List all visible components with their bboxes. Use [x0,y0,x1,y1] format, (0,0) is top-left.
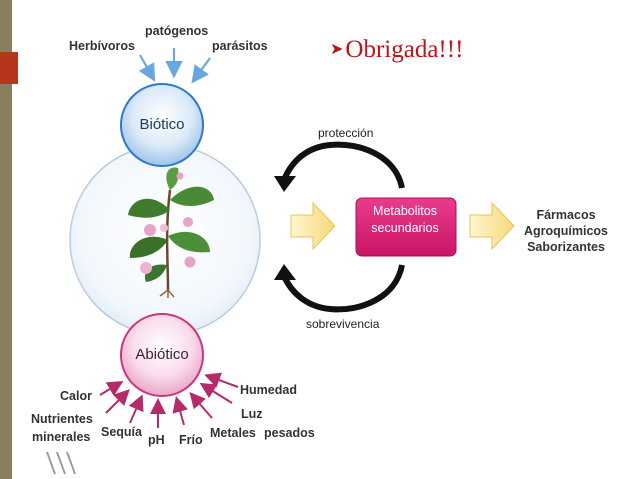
survival-arc [281,264,405,313]
metals-arrow [189,391,213,419]
biotic-label: Biótico [139,116,185,133]
survival-arrowhead [274,264,296,280]
parasites-arrow [191,57,211,84]
arrow-bullet-icon: ➤ [330,41,344,58]
biotic-circle [120,83,204,167]
slide-title: ➤Obrigada!!! [330,36,463,64]
metabolites-line-1: Metabolitos [373,204,437,218]
herbivores-arrow [138,54,156,82]
abiotic-label: Abiótico [135,346,189,363]
pathogens-label: patógenos [145,24,209,38]
to-metabolites-arrow [290,201,336,251]
cold-label: Frío [179,433,203,447]
product-drugs: Fármacos [536,208,596,222]
heat-arrow [99,380,124,397]
heat-label: Calor [60,389,92,403]
slide-title-text: Obrigada!!! [345,36,464,63]
light-arrow [199,382,233,404]
herbivores-label: Herbívoros [69,39,135,53]
ph-label: pH [148,433,165,447]
metabolites-label: Metabolitos secundarios [354,203,456,237]
plant-illustration-icon [128,167,214,298]
slide-left-bar [0,0,12,479]
minerals-label: minerales [32,430,91,444]
parasites-label: parásitos [212,39,268,53]
metals-label: Metales [210,426,256,440]
light-label: Luz [241,407,263,421]
nutrients-arrow [105,389,130,414]
metabolites-line-2: secundarios [371,221,439,235]
protection-arc [281,141,405,189]
nutrients-label: Nutrientes [31,412,93,426]
metabolites-box [355,197,457,257]
protection-label: protección [318,126,374,140]
humidity-arrow [204,372,239,388]
drought-arrow [128,394,144,424]
heavy-label: pesados [264,426,315,440]
drought-label: Sequía [101,425,142,439]
product-flavorings: Saborizantes [527,240,605,254]
cold-arrow [172,396,188,426]
survival-label: sobrevivencia [306,317,380,331]
to-products-arrow [469,201,515,251]
humidity-label: Humedad [240,383,297,397]
abiotic-circle [120,313,204,397]
protection-arrowhead [274,176,296,192]
product-agrochemicals: Agroquímicos [523,224,609,238]
slide-accent-block [0,52,18,84]
